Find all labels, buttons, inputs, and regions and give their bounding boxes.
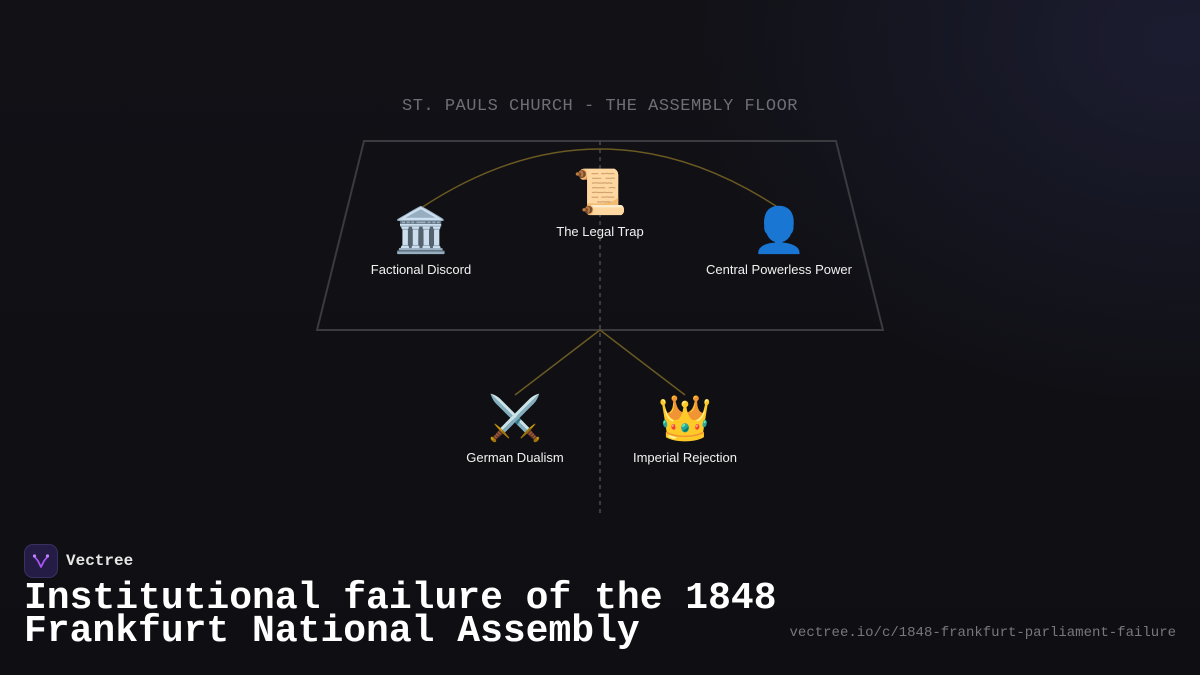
scroll-icon: 📜 xyxy=(572,168,628,217)
connector-to-imperial-rejection xyxy=(599,329,686,396)
node-label: Central Powerless Power xyxy=(706,262,852,277)
person-silhouette-icon: 👤 xyxy=(751,206,807,255)
page-title: Institutional failure of the 1848 Frankf… xyxy=(24,577,777,653)
node-label: Imperial Rejection xyxy=(632,450,738,465)
node-central-powerless-power: 👤 Central Powerless Power xyxy=(669,206,889,277)
assembly-floor-outline xyxy=(315,140,885,331)
source-url[interactable]: vectree.io/c/1848-frankfurt-parliament-f… xyxy=(789,625,1176,641)
node-imperial-rejection: 👑 Imperial Rejection xyxy=(575,394,795,465)
vectree-logo-mark xyxy=(32,554,50,568)
node-german-dualism: ⚔️ German Dualism xyxy=(405,394,625,465)
classical-building-icon: 🏛️ xyxy=(393,206,449,255)
brand-name: Vectree xyxy=(66,552,134,570)
brand[interactable]: Vectree xyxy=(24,544,133,578)
node-label: The Legal Trap xyxy=(556,224,644,239)
upper-arc-connector xyxy=(420,148,780,209)
node-label: Factional Discord xyxy=(370,262,472,277)
vectree-logo-icon xyxy=(24,544,58,578)
node-factional-discord: 🏛️ Factional Discord xyxy=(311,206,531,277)
diagram-title: ST. PAULS CHURCH - THE ASSEMBLY FLOOR xyxy=(402,97,798,116)
crossed-swords-icon: ⚔️ xyxy=(487,394,543,443)
crown-icon: 👑 xyxy=(657,394,713,443)
node-legal-trap: 📜 The Legal Trap xyxy=(490,168,710,239)
node-label: German Dualism xyxy=(466,450,564,465)
connector-to-german-dualism xyxy=(514,329,601,396)
